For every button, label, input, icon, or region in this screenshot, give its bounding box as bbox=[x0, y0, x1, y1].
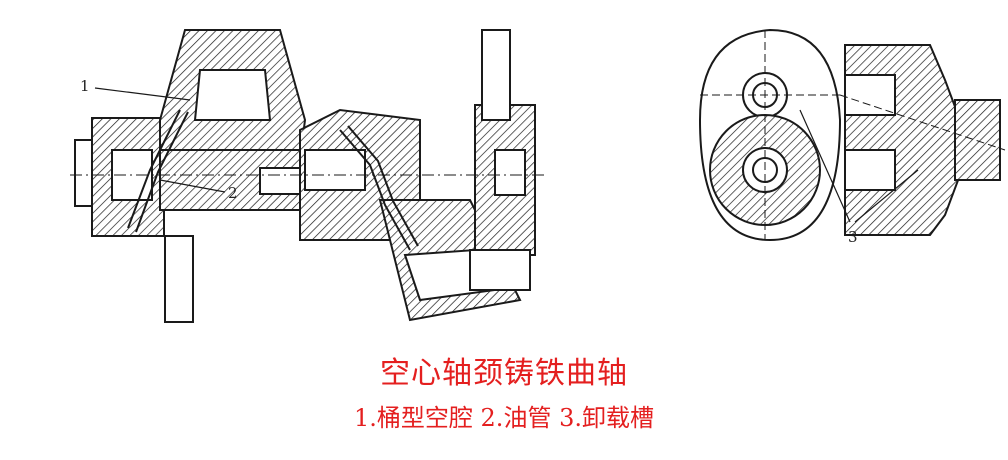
crankshaft-drawing bbox=[70, 28, 1006, 323]
callout-1: 1 bbox=[80, 77, 90, 95]
caption-title: 空心轴颈铸铁曲轴 bbox=[380, 356, 628, 391]
crank-end-view bbox=[698, 28, 842, 242]
leader-3b bbox=[854, 169, 919, 223]
leader-1 bbox=[94, 87, 191, 101]
oil-tube bbox=[127, 109, 419, 251]
caption-legend: 1.桶型空腔 2.油管 3.卸载槽 bbox=[354, 404, 654, 432]
leader-3a bbox=[799, 109, 851, 223]
callout-3: 3 bbox=[848, 228, 858, 246]
crank-side-section bbox=[839, 44, 1006, 236]
crankshaft-section bbox=[74, 29, 536, 323]
callout-2: 2 bbox=[228, 184, 238, 202]
leader-2 bbox=[159, 179, 226, 193]
